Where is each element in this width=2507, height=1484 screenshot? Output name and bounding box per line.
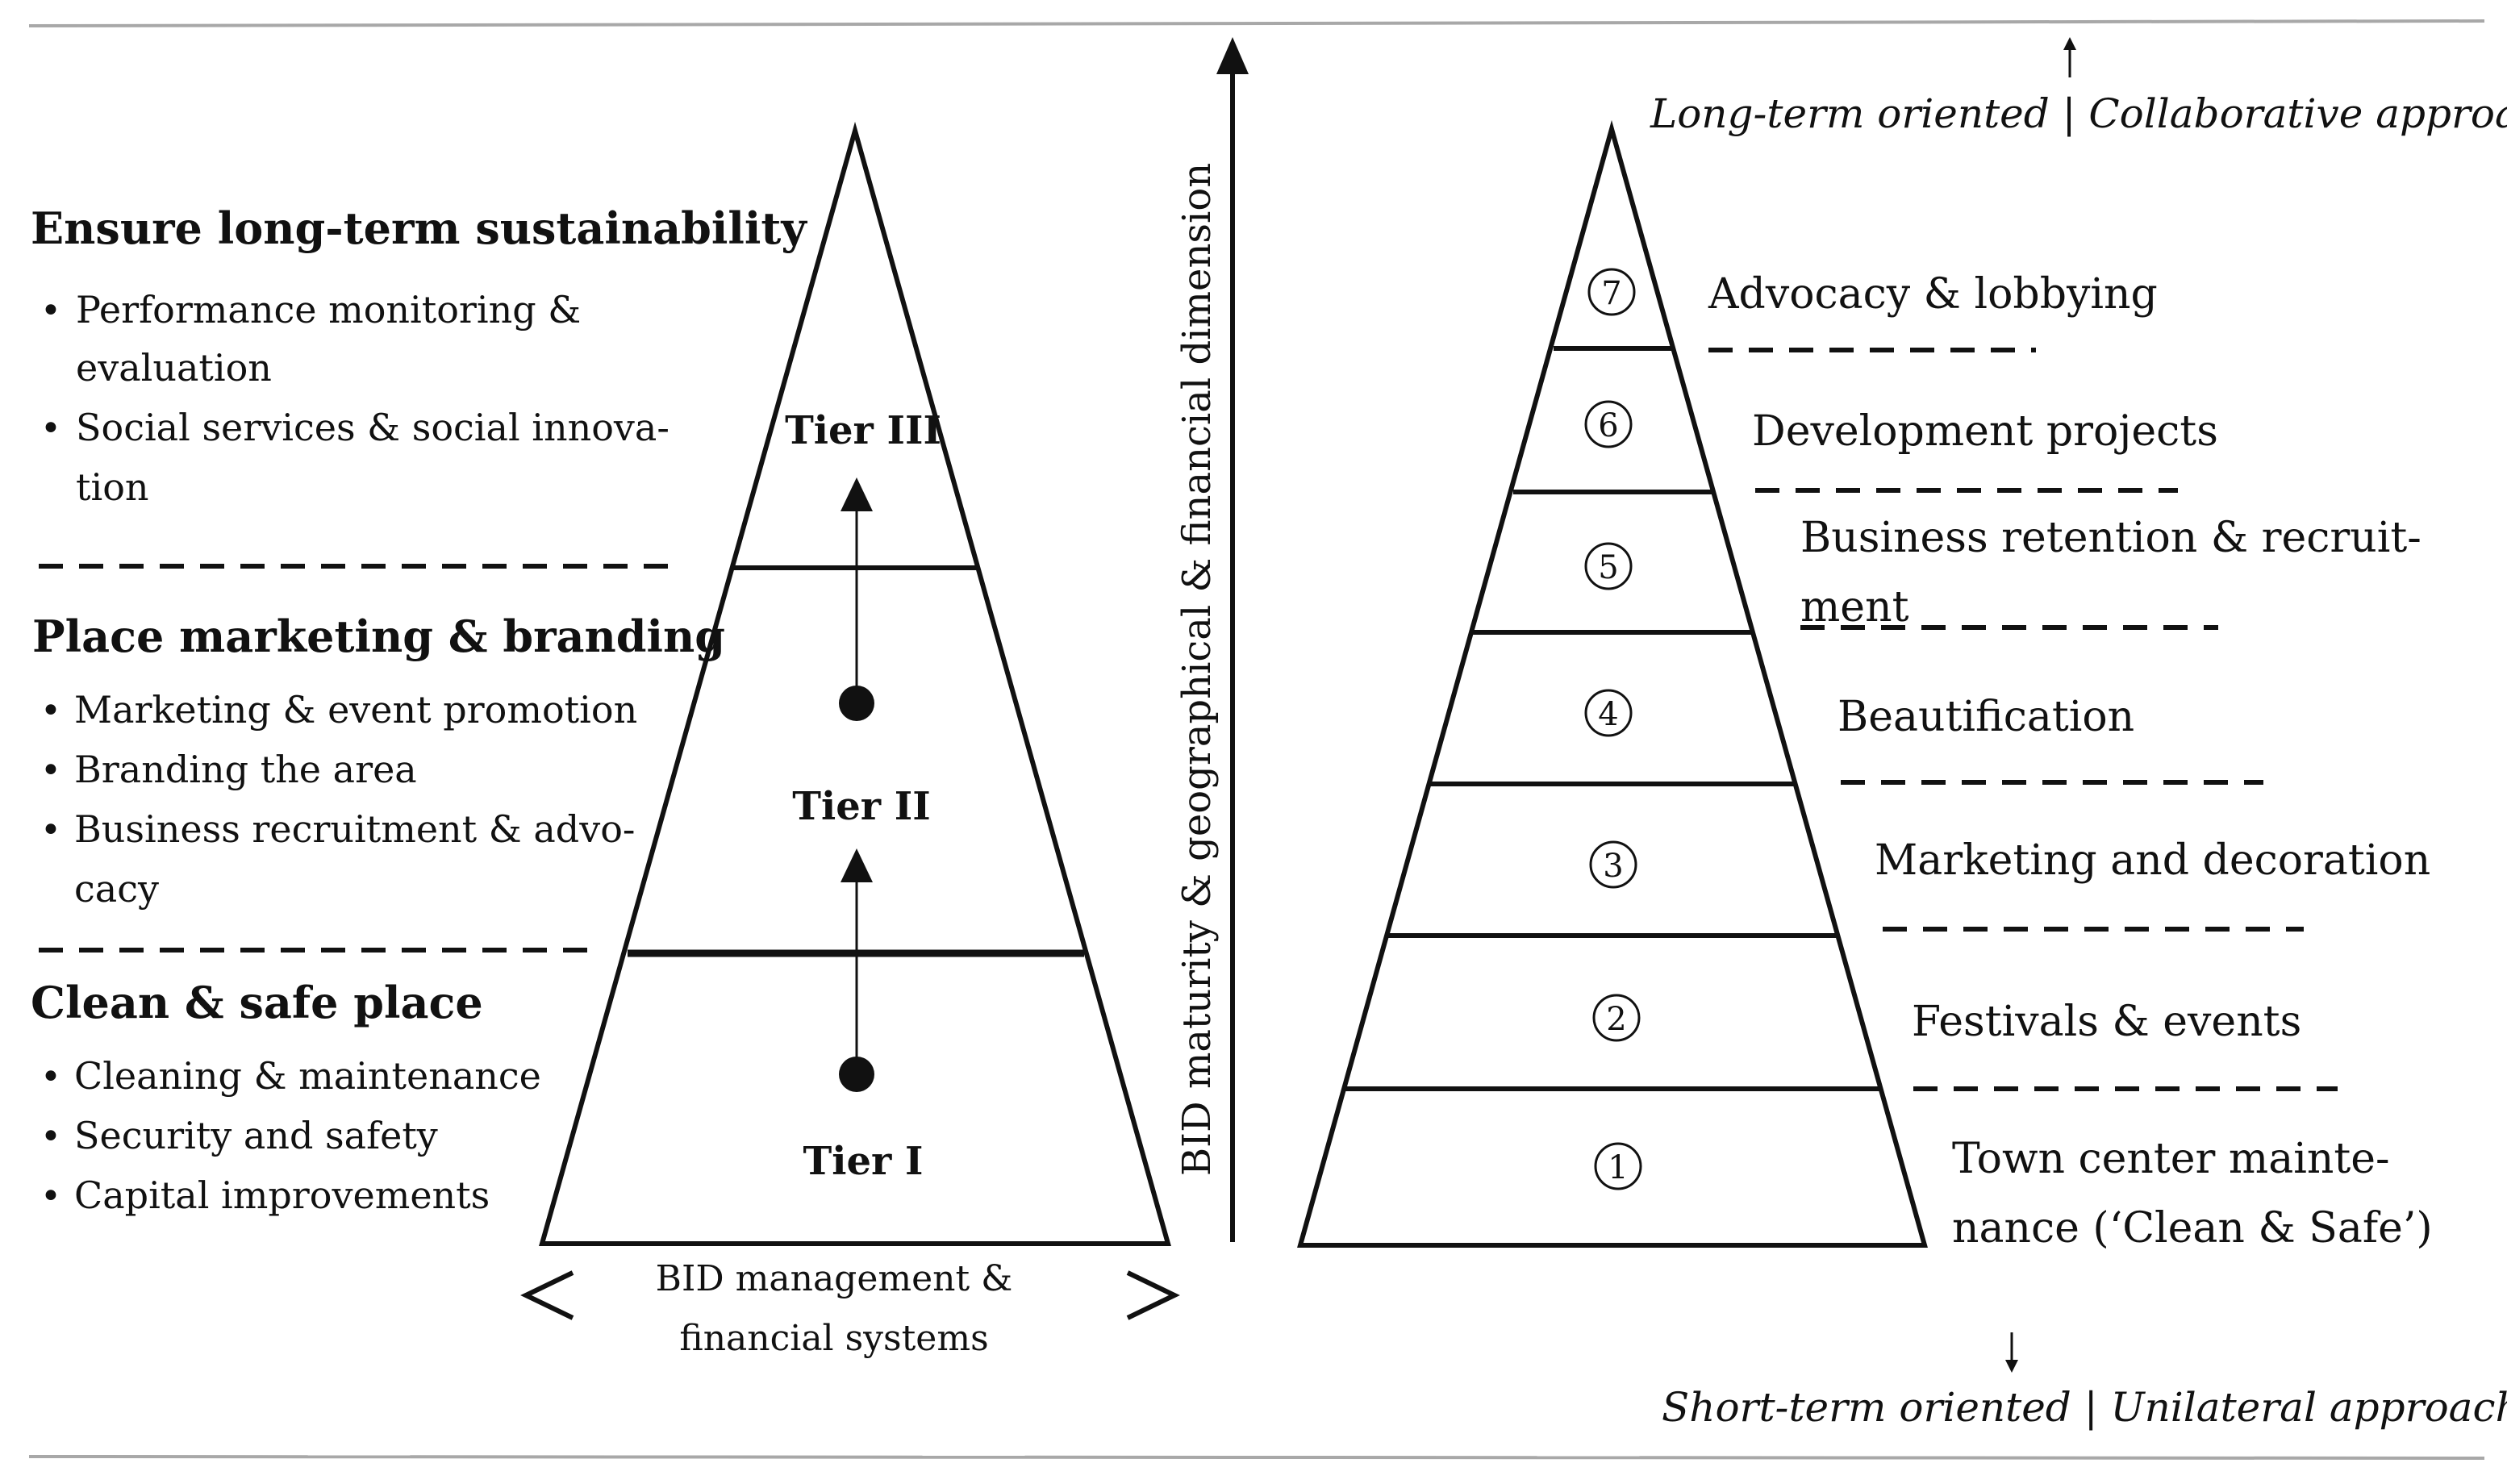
svg-text:2: 2 bbox=[1606, 1001, 1626, 1038]
arrow-up-small-icon bbox=[2063, 37, 2076, 50]
bullet-text: Marketing & event promotion bbox=[74, 688, 637, 732]
top-orientation-caption: Long-term oriented | Collaborative appro… bbox=[1650, 90, 2507, 137]
svg-text:6: 6 bbox=[1598, 407, 1618, 444]
level-number-4: 4 bbox=[1584, 689, 1633, 737]
left-pyramid: Tier III Tier II Tier I BID management &… bbox=[520, 121, 1180, 1359]
level-label-6: Development projects bbox=[1752, 407, 2218, 456]
level-label-5-cont: ment bbox=[1800, 583, 1909, 632]
tier-label-1: Tier I bbox=[803, 1139, 924, 1184]
bullet-text: Branding the area bbox=[74, 748, 417, 791]
section-heading-marketing: Place marketing & branding bbox=[32, 611, 725, 662]
tier-label-3: Tier III bbox=[785, 408, 941, 453]
bullet-text-cont: cacy bbox=[74, 867, 159, 911]
level-number-3: 3 bbox=[1589, 840, 1637, 889]
section-heading-sustainability: Ensure long-term sustainability bbox=[31, 202, 807, 254]
bullet-icon: • bbox=[40, 690, 61, 732]
level-number-5: 5 bbox=[1584, 542, 1633, 590]
bullet-text-cont: evaluation bbox=[76, 346, 272, 390]
arrowhead-up-icon bbox=[841, 477, 873, 511]
level-label-2: Festivals & events bbox=[1912, 998, 2301, 1046]
bullet-text-cont: tion bbox=[76, 465, 149, 509]
vertical-axis-label: BID maturity & geographical & financial … bbox=[1174, 163, 1220, 1176]
right-pyramid: 7 6 5 4 3 2 1 bbox=[1297, 119, 1928, 1248]
bullet-text: Performance monitoring & bbox=[76, 288, 581, 331]
level-label-1: Town center mainte- bbox=[1952, 1135, 2390, 1183]
dot-marker-lower bbox=[839, 1057, 874, 1092]
svg-text:4: 4 bbox=[1598, 696, 1618, 733]
bullet-icon: • bbox=[40, 408, 61, 449]
right-pyramid-outline bbox=[1297, 119, 1928, 1248]
bullet-text: Security and safety bbox=[74, 1114, 438, 1157]
arrowhead-up-icon bbox=[1216, 37, 1249, 74]
bottom-rule bbox=[28, 1455, 2485, 1460]
bullet-text: Social services & social innova- bbox=[76, 406, 670, 449]
level-label-1-cont: nance (‘Clean & Safe’) bbox=[1952, 1204, 2433, 1253]
level-label-4: Beautification bbox=[1837, 693, 2134, 741]
base-caption-line-1: BID management & bbox=[656, 1258, 1013, 1299]
bullet-icon: • bbox=[40, 810, 61, 851]
bullet-text: Business recruitment & advo- bbox=[74, 807, 635, 851]
svg-text:7: 7 bbox=[1601, 275, 1621, 312]
arrow-right-icon bbox=[1126, 1270, 1180, 1320]
section-heading-clean-safe: Clean & safe place bbox=[31, 977, 483, 1028]
bullet-icon: • bbox=[40, 750, 61, 791]
level-label-5: Business retention & recruit- bbox=[1800, 514, 2421, 562]
left-descriptions: Ensure long-term sustainability • Perfor… bbox=[31, 202, 807, 1217]
orientation-captions: Long-term oriented | Collaborative appro… bbox=[1650, 37, 2507, 1431]
svg-text:3: 3 bbox=[1603, 848, 1623, 885]
tier-label-2: Tier II bbox=[792, 784, 930, 829]
bottom-orientation-caption: Short-term oriented | Unilateral approac… bbox=[1662, 1384, 2507, 1431]
arrowhead-up-icon bbox=[841, 848, 873, 882]
bullet-icon: • bbox=[40, 1116, 61, 1157]
svg-text:5: 5 bbox=[1598, 549, 1618, 586]
level-number-6: 6 bbox=[1584, 400, 1633, 448]
bullet-text: Capital improvements bbox=[74, 1173, 490, 1217]
bullet-icon: • bbox=[40, 1057, 61, 1098]
dot-marker-upper bbox=[839, 686, 874, 721]
svg-text:1: 1 bbox=[1608, 1149, 1628, 1186]
level-number-7: 7 bbox=[1587, 268, 1636, 316]
right-labels: Advocacy & lobbying Development projects… bbox=[1708, 270, 2433, 1253]
arrow-down-small-icon bbox=[2005, 1360, 2018, 1373]
bullet-text: Cleaning & maintenance bbox=[74, 1054, 541, 1098]
top-rule bbox=[28, 19, 2485, 27]
left-pyramid-outline bbox=[539, 121, 1171, 1246]
level-label-3: Marketing and decoration bbox=[1875, 836, 2430, 885]
bullet-icon: • bbox=[40, 290, 61, 331]
bullet-icon: • bbox=[40, 1176, 61, 1217]
level-label-7: Advocacy & lobbying bbox=[1708, 270, 2158, 319]
arrow-left-icon bbox=[520, 1270, 574, 1320]
center-axis: BID maturity & geographical & financial … bbox=[1174, 37, 1249, 1242]
level-number-1: 1 bbox=[1594, 1142, 1642, 1190]
base-caption-line-2: financial systems bbox=[679, 1318, 988, 1359]
level-number-2: 2 bbox=[1592, 994, 1641, 1042]
